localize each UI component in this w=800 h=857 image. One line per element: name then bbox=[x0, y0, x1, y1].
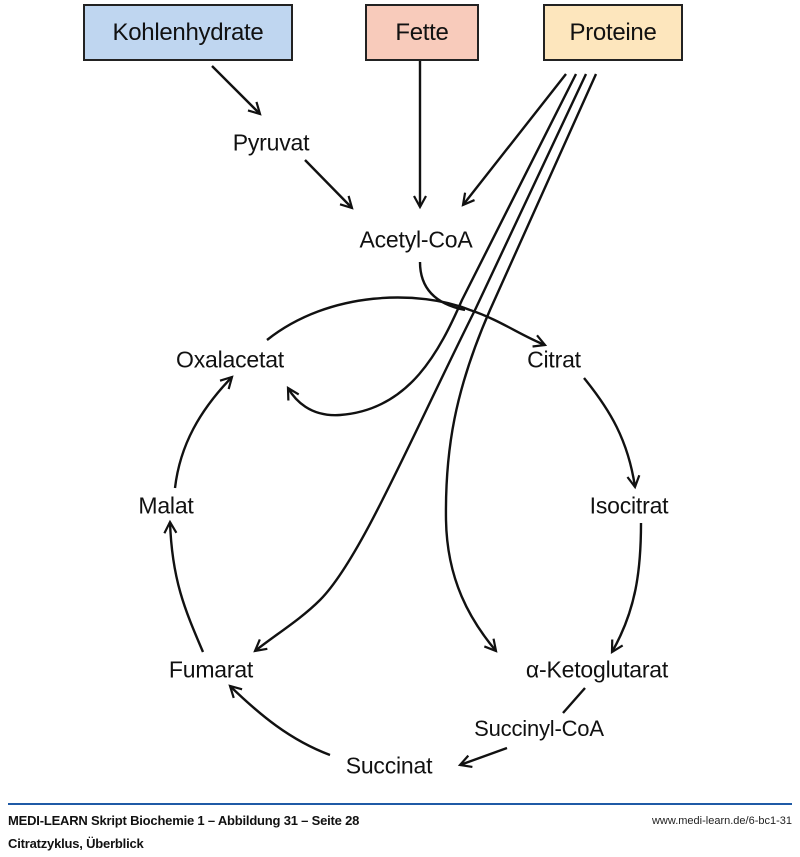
source-box-kohlenhydrate: Kohlenhydrate bbox=[83, 4, 293, 61]
arrow-ketoglutarat-succinyl-coa bbox=[562, 687, 586, 714]
arrow-succinat-fumarat bbox=[228, 684, 331, 757]
source-box-proteine: Proteine bbox=[543, 4, 683, 61]
source-label-kohlenhydrate: Kohlenhydrate bbox=[112, 18, 264, 46]
arrow-proteine-oxalacetat bbox=[286, 73, 578, 417]
footer-rule bbox=[8, 803, 792, 805]
source-box-fette: Fette bbox=[365, 4, 479, 61]
arrow-fumarat-malat bbox=[163, 519, 205, 653]
footer-subtitle: Citratzyklus, Überblick bbox=[8, 836, 144, 851]
arrow-isocitrat-ketoglutarat bbox=[610, 522, 643, 654]
footer-url[interactable]: www.medi-learn.de/6-bc1-31 bbox=[651, 815, 792, 827]
arrow-succinyl-coa-succinat bbox=[457, 746, 508, 768]
arrow-proteine-acetyl-coa bbox=[461, 73, 567, 207]
node-malat: Malat bbox=[138, 492, 194, 519]
node-acetyl-coa: Acetyl-CoA bbox=[359, 226, 473, 253]
node-succinyl-coa: Succinyl-CoA bbox=[474, 716, 604, 741]
footer-title: MEDI-LEARN Skript Biochemie 1 – Abbildun… bbox=[8, 813, 360, 828]
node-pyruvat: Pyruvat bbox=[232, 129, 310, 156]
arrow-oxalacetat-citrat bbox=[266, 296, 548, 348]
citric-acid-cycle-diagram bbox=[163, 61, 643, 768]
source-label-fette: Fette bbox=[395, 18, 449, 46]
arrow-pyruvat-acetyl-coa bbox=[304, 159, 354, 210]
node-alpha-ketoglutarat: α-Ketoglutarat bbox=[525, 656, 669, 683]
node-citrat: Citrat bbox=[527, 346, 581, 373]
node-succinat: Succinat bbox=[345, 752, 433, 779]
node-fumarat: Fumarat bbox=[168, 656, 254, 683]
node-isocitrat: Isocitrat bbox=[589, 492, 669, 519]
source-label-proteine: Proteine bbox=[569, 18, 657, 46]
node-oxalacetat: Oxalacetat bbox=[176, 346, 284, 373]
arrow-acetyl-coa-citrat bbox=[418, 261, 466, 312]
arrow-citrat-isocitrat bbox=[583, 377, 641, 490]
arrow-proteine-fumarat bbox=[253, 73, 588, 653]
arrow-malat-oxalacetat bbox=[173, 375, 234, 489]
arrow-kohlenhydrate-pyruvat bbox=[211, 65, 262, 116]
arrow-proteine-ketoglutarat bbox=[444, 73, 598, 653]
